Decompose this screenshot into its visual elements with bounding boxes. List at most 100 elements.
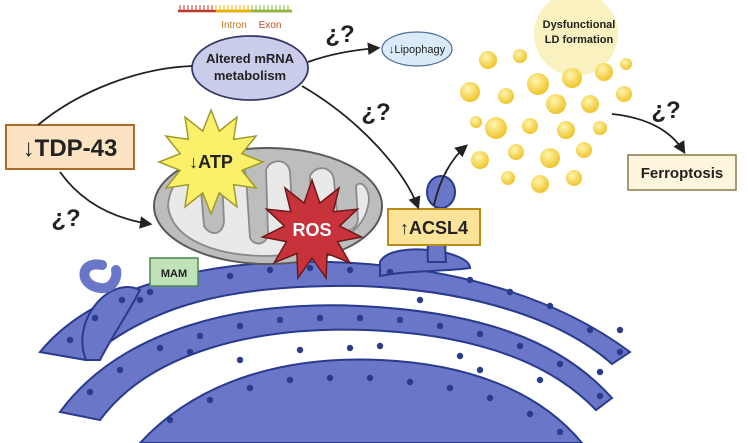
lipid-droplet — [498, 88, 514, 104]
ribosome — [506, 288, 514, 296]
lipid-droplet — [460, 82, 480, 102]
ribosome — [526, 410, 534, 418]
question-mark-right: ¿? — [651, 97, 680, 124]
er-inner-membrane — [138, 358, 584, 443]
ribosome — [366, 374, 374, 382]
lipid-droplet — [595, 63, 613, 81]
ribosome — [586, 326, 594, 334]
ribosome — [156, 344, 164, 352]
question-marks: ¿? ¿? ¿? ¿? — [51, 21, 680, 232]
ld-label-line2: LD formation — [545, 34, 614, 46]
er-left-lobe — [81, 286, 142, 361]
er-outer-membrane — [38, 260, 632, 366]
ld-label-line1: Dysfunctional — [543, 19, 616, 31]
ribosome — [436, 322, 444, 330]
ribosome — [246, 384, 254, 392]
ribosome — [376, 342, 384, 350]
lipid-droplet — [513, 49, 527, 63]
ribosome — [91, 314, 99, 322]
ribosome — [196, 332, 204, 340]
lipid-droplet — [479, 51, 497, 69]
ribosome — [236, 356, 244, 364]
ld-cloud — [534, 0, 618, 76]
arrows — [37, 42, 686, 229]
acsl4-label: ↑ACSL4 — [400, 218, 468, 238]
ribosome — [206, 396, 214, 404]
question-mark-top: ¿? — [325, 21, 354, 48]
ribosome — [556, 360, 564, 368]
ribosome — [186, 348, 194, 356]
ribosome — [236, 322, 244, 330]
ribosome — [476, 330, 484, 338]
ros-burst: ROS — [260, 177, 364, 281]
arrow-mrna-to-lipophagy — [307, 42, 381, 63]
ribosome — [546, 302, 554, 310]
ferroptosis-label: Ferroptosis — [641, 165, 724, 182]
lipid-droplet — [581, 95, 599, 113]
atp-star-shape — [156, 107, 266, 217]
ribosome — [486, 394, 494, 402]
ribosome — [116, 366, 124, 374]
ribosome — [356, 314, 364, 322]
ribosome — [166, 416, 174, 424]
mam-box: MAM — [149, 257, 199, 287]
lipid-droplet — [620, 58, 632, 70]
lipid-droplet — [471, 151, 489, 169]
ribosome — [296, 346, 304, 354]
arrow-acsl4-to-droplets — [433, 144, 468, 206]
ribosome — [446, 384, 454, 392]
ribosome — [466, 276, 474, 284]
ribosome — [596, 392, 604, 400]
er-right-lobe — [379, 248, 472, 278]
lipid-droplet — [470, 116, 482, 128]
ribosome — [396, 316, 404, 324]
question-mark-left: ¿? — [51, 205, 80, 232]
lipid-droplet — [485, 117, 507, 139]
ferroptosis-box: Ferroptosis — [627, 154, 737, 191]
question-mark-middle: ¿? — [361, 99, 390, 126]
lipid-droplet — [616, 86, 632, 102]
ribosome — [136, 296, 144, 304]
ribosome — [316, 314, 324, 322]
mrna-label-line1: Altered mRNA — [206, 51, 295, 66]
ribosome — [406, 378, 414, 386]
ros-star-shape — [260, 177, 364, 281]
ribosome — [266, 266, 274, 274]
ribosome — [386, 268, 394, 276]
ribosome — [616, 326, 624, 334]
tdp43-box: ↓TDP-43 — [5, 124, 135, 170]
lipid-droplets — [460, 49, 632, 193]
ribosome — [346, 266, 354, 274]
er-left-loop — [79, 259, 122, 294]
acsl4-box: ↑ACSL4 — [387, 208, 481, 246]
exon-label: Exon — [259, 20, 282, 31]
ribosome — [326, 374, 334, 382]
lipid-droplet — [562, 68, 582, 88]
lipid-droplet — [546, 94, 566, 114]
arrow-tdp43-to-mrna — [37, 65, 193, 126]
mrna-label-line2: metabolism — [214, 68, 286, 83]
ribosomes — [66, 264, 624, 436]
lipid-droplet — [501, 171, 515, 185]
ribosome — [346, 344, 354, 352]
lipid-droplet-cluster: Dysfunctional LD formation — [460, 0, 632, 193]
ribosome — [476, 366, 484, 374]
arrow-droplets-to-ferroptosis — [611, 113, 686, 155]
gene-structure-icon: Intron Exon — [178, 5, 292, 31]
ribosome — [416, 296, 424, 304]
ribosome — [226, 272, 234, 280]
ros-label: ROS — [292, 220, 331, 240]
ribosome — [616, 348, 624, 356]
intron-label: Intron — [221, 20, 247, 31]
lipophagy-node: ↓Lipophagy — [381, 31, 453, 67]
ribosome — [456, 352, 464, 360]
mam-label: MAM — [161, 268, 187, 280]
ribosome — [536, 376, 544, 384]
arrow-mrna-to-acsl4 — [301, 85, 421, 210]
lipophagy-label: ↓Lipophagy — [389, 44, 446, 56]
lipid-droplet — [557, 121, 575, 139]
ribosome — [118, 296, 126, 304]
arrow-tdp43-to-mitochondrion — [59, 171, 153, 229]
